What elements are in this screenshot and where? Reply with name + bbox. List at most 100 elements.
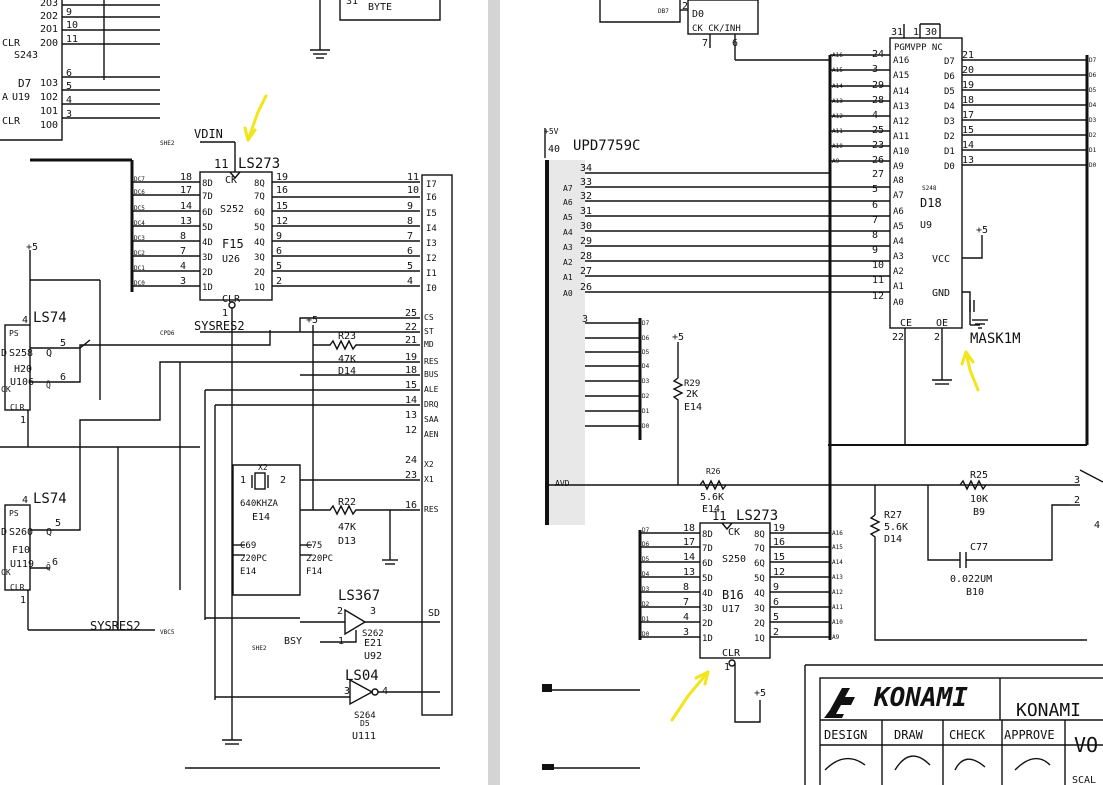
- ls273b-d-label: 1D: [702, 634, 713, 644]
- rom-d-bus-tag: D4: [1089, 102, 1097, 109]
- top-chip-pin-5: 5: [66, 81, 72, 92]
- x2-name: X2: [258, 463, 268, 472]
- ls273b-in-tag: D7: [642, 527, 650, 534]
- ls273-d-pin: 7: [180, 246, 186, 257]
- rom-top-pin-30: 30: [925, 27, 937, 38]
- conn-pin: 11: [407, 172, 419, 183]
- ls273-code: S252: [220, 204, 244, 215]
- rom-d-label: D0: [944, 162, 955, 172]
- ls04-pin4: 4: [382, 686, 388, 697]
- conn-pin: 25: [405, 308, 417, 319]
- rom-code: S248: [922, 185, 937, 192]
- ls273-q-pin: 15: [276, 201, 288, 212]
- rom-d-label: D4: [944, 102, 955, 112]
- ls367-code: S262: [362, 629, 384, 639]
- conn-pin: 16: [405, 500, 417, 511]
- top-chip-s243: S243: [14, 50, 38, 61]
- ls273-d-label: 1D: [202, 283, 213, 293]
- rom-top-labels: PGMVPP NC: [894, 43, 943, 53]
- rom-a-pin: 26: [872, 155, 884, 166]
- rom-a-pin: 25: [872, 125, 884, 136]
- c69-loc: E14: [240, 567, 256, 577]
- ls273b-q-pin: 5: [773, 612, 779, 623]
- r26-loc: E14: [702, 504, 720, 515]
- ls273-bus-tag: DC2: [134, 250, 145, 257]
- upd-pin: 31: [580, 206, 592, 217]
- rom-a-pin: 11: [872, 275, 884, 286]
- ls273-d-label: 2D: [202, 268, 213, 278]
- upd-d-bus-tag: D1: [642, 408, 650, 415]
- top-chip-pin7: 7: [702, 38, 708, 49]
- top-chip-pin-6: 6: [66, 68, 72, 79]
- ls74a-q: Q: [46, 348, 52, 359]
- r25-value: 10K: [970, 494, 988, 505]
- ls273b-in-tag: D5: [642, 556, 650, 563]
- ls273b-ck: CK: [728, 527, 740, 538]
- ls273-d-pin: 14: [180, 201, 192, 212]
- r26-value: 5.6K: [700, 492, 724, 503]
- ls273-d-label: 4D: [202, 238, 213, 248]
- top-chip-pin6: 6: [732, 38, 738, 49]
- r27-loc: D14: [884, 534, 902, 545]
- upd-d-bus-tag: D7: [642, 320, 650, 327]
- c75-loc: F14: [306, 567, 322, 577]
- ls273b-vcc: +5: [754, 688, 766, 699]
- conn-pin: 6: [407, 246, 413, 257]
- c77-value: 0.022UM: [950, 574, 992, 585]
- ls273b-in-tag: D3: [642, 586, 650, 593]
- r29-name: R29: [684, 379, 700, 389]
- rom-d-pin: 20: [962, 65, 974, 76]
- ls273b-out-tag: A13: [832, 574, 843, 581]
- rom-ce: CE: [900, 318, 912, 329]
- conn-label: I5: [426, 209, 437, 219]
- ls74b-clr-pin: 1: [20, 595, 26, 606]
- rom-bus-tag: A14: [832, 83, 843, 90]
- rom-a-label: A13: [893, 102, 909, 112]
- c77-name: C77: [970, 542, 988, 553]
- ls74b-qb: Q̄: [46, 562, 51, 572]
- rom-bus-tag: A12: [832, 113, 843, 120]
- upd-label: A1: [563, 273, 573, 282]
- rom-bus-tag: A15: [832, 67, 843, 74]
- r26-name: R26: [706, 467, 721, 476]
- ls273b-d-pin: 7: [683, 597, 689, 608]
- rom-vplus: +5: [976, 225, 988, 236]
- ls273-q-pin: 2: [276, 276, 282, 287]
- r27-name: R27: [884, 510, 902, 521]
- x2-freq: 640KHZA: [240, 499, 279, 509]
- ls74b-ck: CK: [1, 568, 11, 577]
- conn-pin: 22: [405, 322, 417, 333]
- ls273b-unit: U17: [722, 604, 740, 615]
- rom-d-pin: 21: [962, 50, 974, 61]
- rom-a-pin: 4: [872, 110, 878, 121]
- rom-a-pin: 6: [872, 200, 878, 211]
- top-chip-d7: D7: [18, 77, 31, 90]
- upd-label: A7: [563, 184, 573, 193]
- r23-value: 47K: [338, 354, 356, 365]
- ls74b-ps: PS: [9, 509, 19, 518]
- conn-pin: 12: [405, 425, 417, 436]
- rom-a-pin: 7: [872, 215, 878, 226]
- top-chip-clr: CLR: [2, 38, 21, 49]
- ls367-pin2: 2: [337, 606, 343, 617]
- rom-a-label: A5: [893, 222, 904, 232]
- upd-label: A6: [563, 198, 573, 207]
- r25-loc: B9: [973, 507, 985, 518]
- ls273-q-label: 2Q: [254, 268, 265, 278]
- ls273b-in-tag: D6: [642, 541, 650, 548]
- conn-label: I0: [426, 284, 437, 294]
- conn-label: AEN: [424, 430, 439, 439]
- ls273-d-pin: 17: [180, 185, 192, 196]
- ls273b-d-label: 2D: [702, 619, 713, 629]
- rom-oe-pin: 2: [934, 332, 940, 343]
- ls74a-clr-pin: 1: [20, 415, 26, 426]
- conn-label: I1: [426, 269, 437, 279]
- r29-vcc: +5: [672, 332, 684, 343]
- ls273b-clr-pin: 1: [724, 662, 730, 673]
- ls74a-qpin: 5: [60, 338, 66, 349]
- ls74b-qbpin: 6: [52, 557, 58, 568]
- r27-value: 5.6K: [884, 522, 908, 533]
- ls273-q-pin: 5: [276, 261, 282, 272]
- r25-name: R25: [970, 470, 988, 481]
- top-chip-u19: U19: [12, 92, 30, 103]
